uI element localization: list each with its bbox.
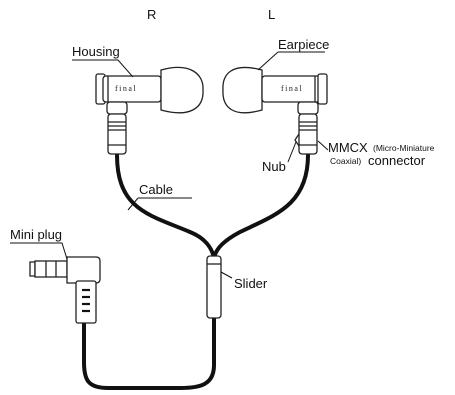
- brand-right: final: [115, 84, 138, 93]
- leader-nub: [287, 141, 297, 163]
- cable-lines: [82, 153, 310, 390]
- plug-grip-marks: [82, 288, 90, 313]
- right-eartip: [160, 66, 204, 114]
- leader-mmcx: [317, 140, 329, 151]
- mini-plug: [29, 256, 101, 324]
- cable-lower-loop: [82, 316, 216, 390]
- plug-tip: [29, 261, 36, 277]
- left-nub: [294, 133, 300, 147]
- leader-cable: [127, 197, 139, 211]
- left-housing-end-cap: [317, 73, 328, 105]
- left-earpiece: [222, 66, 328, 155]
- left-eartip: [222, 66, 263, 114]
- label-mmcx-paren-1: (Micro-Miniature: [373, 143, 435, 153]
- leader-slider: [220, 271, 233, 279]
- label-left-side: L: [268, 7, 276, 22]
- plug-shaft: [34, 260, 68, 278]
- brand-left: final: [281, 84, 304, 93]
- cable-right-branch: [212, 153, 310, 260]
- leader-mini-plug: [10, 242, 68, 260]
- left-mmcx-joint: [297, 101, 319, 115]
- plug-strain-relief: [75, 280, 97, 324]
- leader-earpiece: [257, 51, 279, 71]
- cable-left-branch: [115, 153, 216, 260]
- label-mmcx-paren-2: Coaxial): [330, 156, 362, 166]
- right-earpiece: [95, 66, 204, 155]
- left-connector-sleeve: [298, 113, 318, 155]
- label-housing: Housing: [72, 44, 120, 59]
- label-right-side: R: [147, 7, 157, 22]
- label-nub: Nub: [262, 159, 286, 174]
- label-mini-plug: Mini plug: [10, 227, 63, 242]
- label-slider: Slider: [234, 276, 268, 291]
- plug-head: [66, 256, 101, 284]
- right-connector-sleeve: [107, 113, 127, 155]
- label-earpiece: Earpiece: [278, 37, 330, 52]
- label-cable: Cable: [139, 182, 173, 197]
- leader-housing: [72, 59, 134, 78]
- label-mmcx: MMCX: [328, 140, 368, 155]
- leader-lines: [10, 51, 329, 279]
- slider: [206, 255, 222, 319]
- label-connector: connector: [368, 153, 426, 168]
- right-mmcx-joint: [106, 101, 128, 115]
- slider-body: [206, 255, 222, 319]
